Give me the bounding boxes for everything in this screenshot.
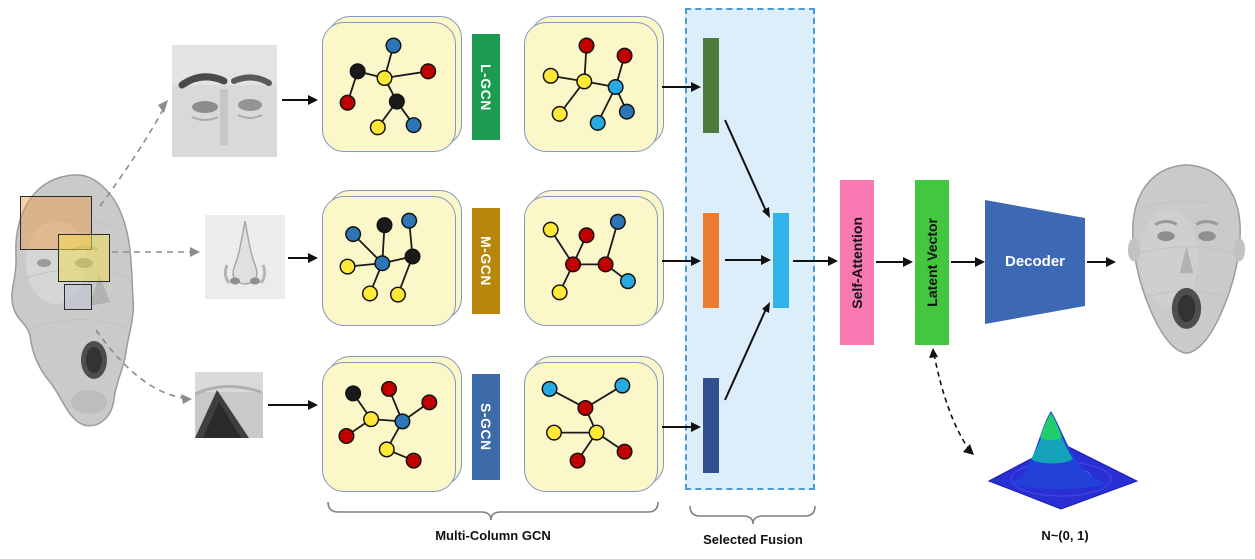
l-gcn-label: L-GCN [478,63,494,111]
multi-column-gcn-caption: Multi-Column GCN [435,528,551,543]
decoder-label: Decoder [1004,253,1066,270]
graph-medium-1 [322,196,456,326]
gaussian-distribution-plot [987,411,1139,510]
graph-card-small-1 [322,356,462,492]
arrowhead [929,348,938,358]
gaussian-label: N~(0, 1) [1041,528,1089,543]
l-gcn-label-box: L-GCN [472,34,500,140]
graph-card-large-1 [322,16,462,152]
arrowhead [158,100,168,113]
self-attention-label: Self-Attention [849,216,865,309]
graph-small-2 [524,362,658,492]
m-gcn-label-box: M-GCN [472,208,500,314]
arrowhead [181,394,192,404]
face-region-nose-box [58,234,110,282]
arrowhead [308,95,318,105]
selected-fusion-brace [689,505,816,525]
face-region-mouth-box [64,284,92,310]
arrowhead [963,444,974,455]
arrowhead [190,247,200,257]
arrowhead [308,400,318,410]
graph-card-large-2 [524,16,664,152]
fused-feature-bar [773,213,789,308]
m-gcn-label: M-GCN [478,236,494,286]
output-face-mesh [1127,164,1246,355]
latent-vector-label: Latent Vector [924,218,940,307]
eyes-patch-image [172,45,277,157]
arrowhead [1106,257,1116,267]
graph-card-small-2 [524,356,664,492]
multi-column-gcn-brace [327,501,659,521]
feature-bar-small [703,378,719,473]
arrowhead [308,253,318,263]
graph-large-2 [524,22,658,152]
arrowhead [903,257,913,267]
graph-small-1 [322,362,456,492]
decoder-trapezoid [985,200,1085,324]
nose-patch-image [205,215,285,299]
s-gcn-label-box: S-GCN [472,374,500,480]
arrowhead [975,257,985,267]
graph-card-medium-2 [524,190,664,326]
feature-bar-medium [703,213,719,308]
graph-card-medium-1 [322,190,462,326]
graph-large-1 [322,22,456,152]
self-attention-box: Self-Attention [840,180,874,345]
graph-medium-2 [524,196,658,326]
arrowhead [828,256,838,266]
latent-vector-box: Latent Vector [915,180,949,345]
feature-bar-large [703,38,719,133]
selected-fusion-caption: Selected Fusion [703,532,803,547]
s-gcn-label: S-GCN [478,403,494,451]
mouth-patch-image [195,372,263,438]
dashed-arrow-latent-to-gaussian [933,353,969,449]
